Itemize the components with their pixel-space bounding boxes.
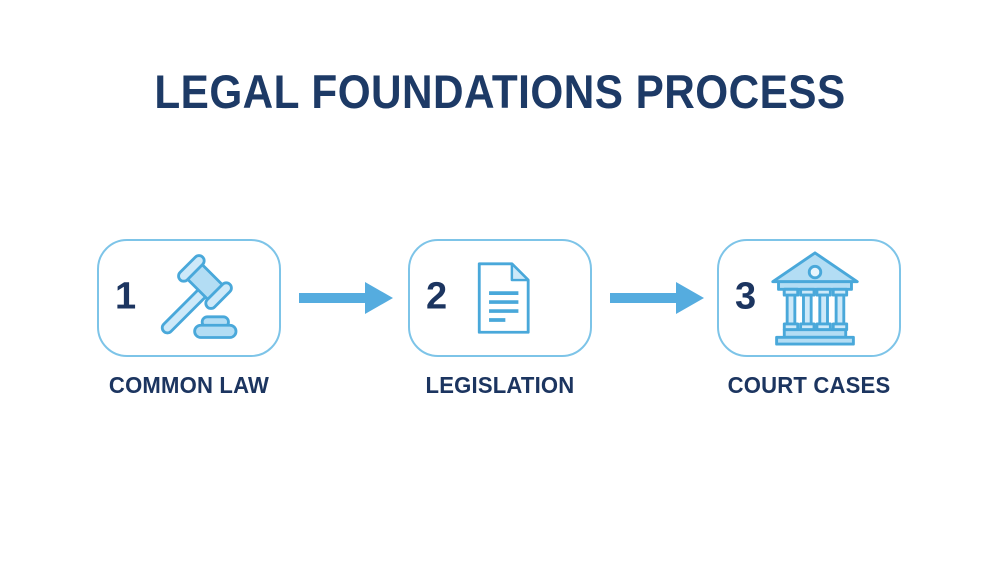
arrow-right-icon	[299, 281, 394, 315]
step-label-common-law: COMMON LAW	[108, 372, 270, 398]
arrow-right-icon	[610, 281, 705, 315]
page-title: LEGAL FOUNDATIONS PROCESS	[154, 65, 846, 118]
courthouse-icon	[765, 250, 865, 346]
step-number: 3	[735, 275, 757, 318]
step-box-court-cases: 3	[717, 239, 901, 357]
document-icon	[473, 261, 535, 336]
step-label-court-cases: COURT CASES	[727, 372, 891, 398]
step-number: 1	[115, 275, 137, 318]
step-box-legislation: 2	[408, 239, 592, 357]
gavel-icon	[148, 251, 242, 345]
step-number: 2	[426, 275, 448, 318]
step-box-common-law: 1	[97, 239, 281, 357]
step-label-legislation: LEGISLATION	[425, 372, 575, 398]
